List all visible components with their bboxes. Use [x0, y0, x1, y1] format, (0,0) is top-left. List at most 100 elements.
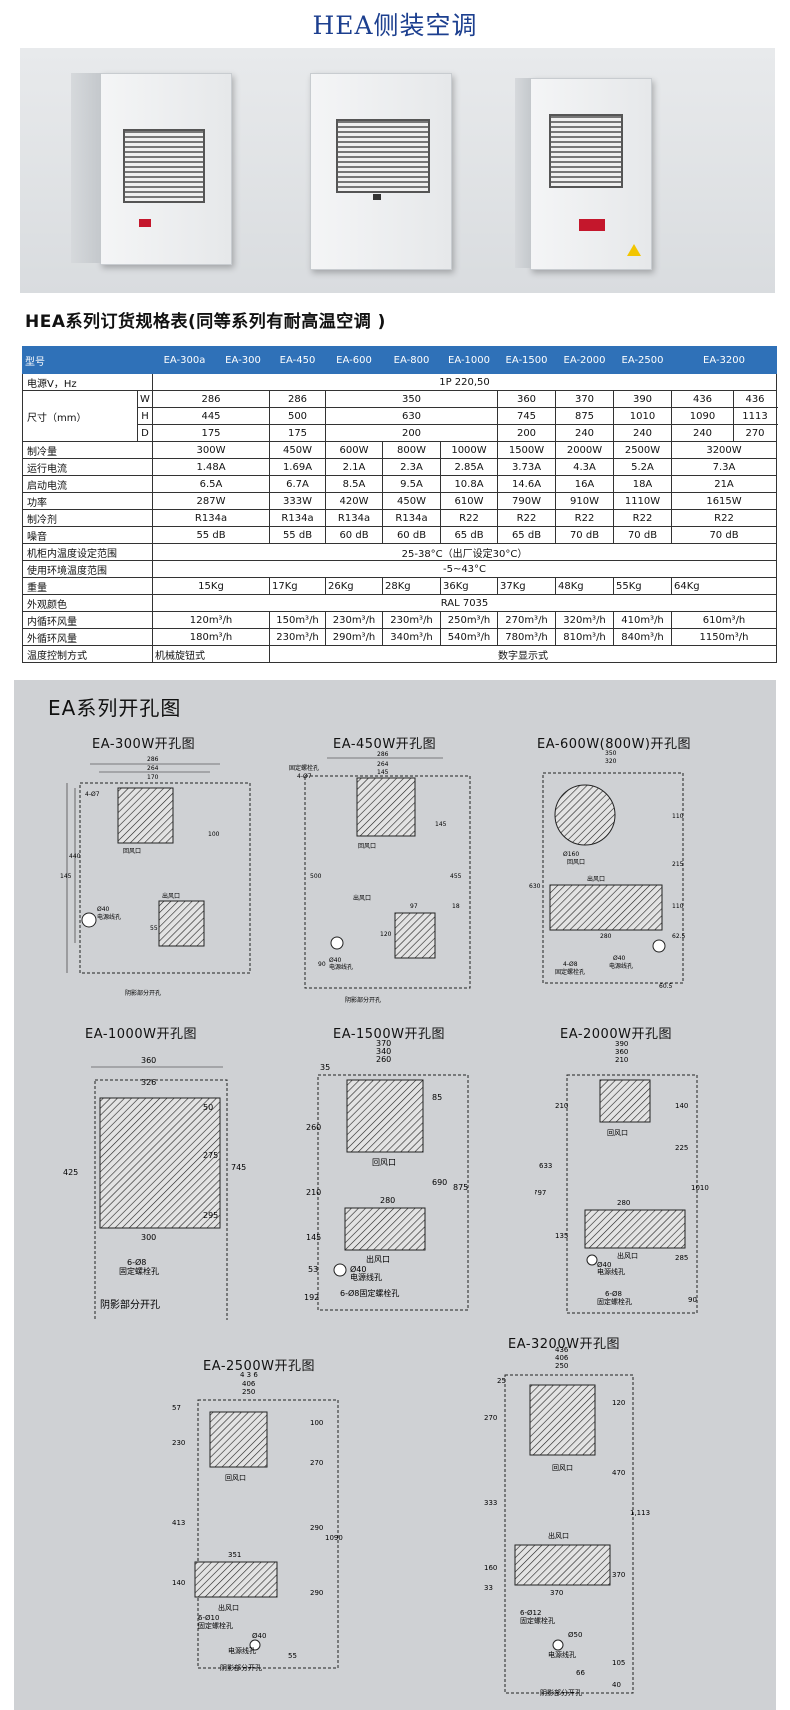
table-cell: 290m³/h — [325, 628, 383, 646]
table-cell: 65 dB — [497, 526, 556, 544]
table-cell: R134a — [325, 509, 383, 527]
table-cell: 240 — [555, 424, 614, 442]
svg-text:875: 875 — [453, 1183, 468, 1192]
drawing-title-3200: EA-3200W开孔图 — [508, 1337, 620, 1352]
svg-text:Ø40: Ø40 — [597, 1261, 611, 1269]
table-cell: 370 — [555, 390, 614, 408]
product-photo-right — [515, 78, 652, 270]
svg-text:440: 440 — [69, 853, 81, 860]
svg-text:电源线孔: 电源线孔 — [350, 1272, 382, 1282]
svg-text:333: 333 — [484, 1499, 497, 1507]
table-row: 功率 287W 333W 420W 450W 610W 790W 910W 11… — [22, 492, 777, 510]
svg-text:50: 50 — [203, 1103, 213, 1112]
table-cell: 150m³/h — [269, 611, 326, 629]
table-cell: 200 — [497, 424, 556, 442]
svg-text:90: 90 — [688, 1296, 697, 1304]
table-cell: 48Kg — [555, 577, 614, 595]
svg-text:电源线孔: 电源线孔 — [548, 1650, 576, 1659]
svg-text:250: 250 — [242, 1388, 255, 1396]
svg-text:370: 370 — [376, 1040, 391, 1048]
table-cell: R22 — [613, 509, 672, 527]
svg-text:55: 55 — [150, 925, 158, 932]
table-cell: 910W — [555, 492, 614, 510]
svg-text:62.5: 62.5 — [672, 933, 686, 940]
table-cell: 300W — [152, 441, 270, 459]
svg-text:264: 264 — [377, 761, 389, 768]
table-cell: 320m³/h — [555, 611, 614, 629]
svg-text:回风口: 回风口 — [552, 1464, 573, 1472]
table-row: 尺寸（mm） W 286 286 350 360 370 390 436 436 — [22, 390, 777, 442]
svg-text:455: 455 — [450, 873, 462, 880]
header-cell: EA-300 — [216, 346, 270, 374]
svg-text:回风口: 回风口 — [225, 1474, 246, 1482]
svg-text:固定螺栓孔: 固定螺栓孔 — [597, 1297, 632, 1306]
table-cell: 450W — [382, 492, 441, 510]
table-cell: 230m³/h — [382, 611, 441, 629]
svg-text:阴影部分开孔: 阴影部分开孔 — [220, 1663, 262, 1672]
table-cell: 2.1A — [325, 458, 383, 476]
svg-text:340: 340 — [376, 1047, 391, 1056]
svg-text:25: 25 — [497, 1377, 506, 1385]
svg-text:1,113: 1,113 — [630, 1509, 650, 1517]
table-cell: 120m³/h — [152, 611, 270, 629]
table-cell: 175 — [152, 424, 270, 442]
svg-text:Ø40: Ø40 — [97, 906, 110, 913]
table-cell: 17Kg — [269, 577, 326, 595]
svg-text:85: 85 — [432, 1093, 442, 1102]
svg-text:40: 40 — [612, 1681, 621, 1689]
table-cell: 610W — [440, 492, 498, 510]
cutout-drawing-450: 286 264 145 回风口 出风口 97 18 Ø40 电源线孔 500 4… — [289, 751, 471, 1004]
table-cell: 15Kg — [152, 577, 270, 595]
table-cell: 16A — [555, 475, 614, 493]
svg-text:6-Ø12: 6-Ø12 — [520, 1609, 541, 1617]
svg-text:406: 406 — [555, 1354, 569, 1362]
table-header-row: 型号 EA-300a EA-300 EA-450 EA-600 EA-800 E… — [22, 346, 777, 374]
cutout-drawing-3200: 436 406 250 25 回风口 出风口 370 6-Ø12 固定螺栓孔 Ø… — [484, 1346, 650, 1697]
table-cell: 36Kg — [440, 577, 498, 595]
row-label: 重量 — [22, 577, 153, 595]
table-cell: 445 — [152, 407, 270, 425]
table-row: 启动电流 6.5A 6.7A 8.5A 9.5A 10.8A 14.6A 16A… — [22, 475, 777, 493]
table-cell: 810m³/h — [555, 628, 614, 646]
table-cell: -5~43°C — [152, 560, 777, 578]
table-row: 外观颜色 RAL 7035 — [22, 594, 777, 612]
cutout-drawing-1500: 370 340 260 35 回风口 280 出风口 Ø40 电源线孔 53 6… — [304, 1040, 469, 1311]
svg-text:固定螺栓孔: 固定螺栓孔 — [520, 1616, 555, 1625]
row-label: 外循环风量 — [22, 628, 153, 646]
row-label: 机柜内温度设定范围 — [22, 543, 153, 561]
row-label: 外观颜色 — [22, 594, 153, 612]
header-cell: EA-300a — [152, 346, 217, 374]
table-cell: 360 — [497, 390, 556, 408]
svg-text:210: 210 — [555, 1102, 568, 1110]
svg-text:295: 295 — [203, 1211, 218, 1220]
row-label: 制冷量 — [22, 441, 153, 459]
svg-text:145: 145 — [377, 769, 389, 776]
svg-text:回风口: 回风口 — [372, 1158, 396, 1167]
svg-text:回风口: 回风口 — [567, 859, 585, 866]
table-cell: 230m³/h — [269, 628, 326, 646]
table-cell: 840m³/h — [613, 628, 672, 646]
svg-text:固定螺栓孔: 固定螺栓孔 — [555, 968, 585, 976]
svg-text:436: 436 — [555, 1346, 569, 1354]
table-cell: 780m³/h — [497, 628, 556, 646]
svg-text:290: 290 — [310, 1589, 323, 1597]
svg-text:电源线孔: 电源线孔 — [329, 963, 353, 971]
header-cell: EA-450 — [269, 346, 326, 374]
table-cell: 10.8A — [440, 475, 498, 493]
row-sublabel: H — [137, 407, 153, 425]
table-cell: 287W — [152, 492, 270, 510]
svg-text:230: 230 — [172, 1439, 185, 1447]
table-cell: 610m³/h — [671, 611, 777, 629]
svg-text:633: 633 — [539, 1162, 552, 1170]
table-cell: 64Kg — [671, 577, 777, 595]
table-cell: 340m³/h — [382, 628, 441, 646]
table-cell: 1113 — [733, 407, 777, 425]
svg-text:回风口: 回风口 — [123, 848, 141, 855]
svg-text:回风口: 回风口 — [358, 843, 376, 850]
svg-text:797: 797 — [535, 1189, 546, 1197]
svg-text:285: 285 — [675, 1254, 688, 1262]
svg-text:35: 35 — [320, 1063, 330, 1072]
table-cell: R22 — [555, 509, 614, 527]
svg-text:电源线孔: 电源线孔 — [609, 962, 633, 970]
table-cell: 270 — [733, 424, 777, 442]
